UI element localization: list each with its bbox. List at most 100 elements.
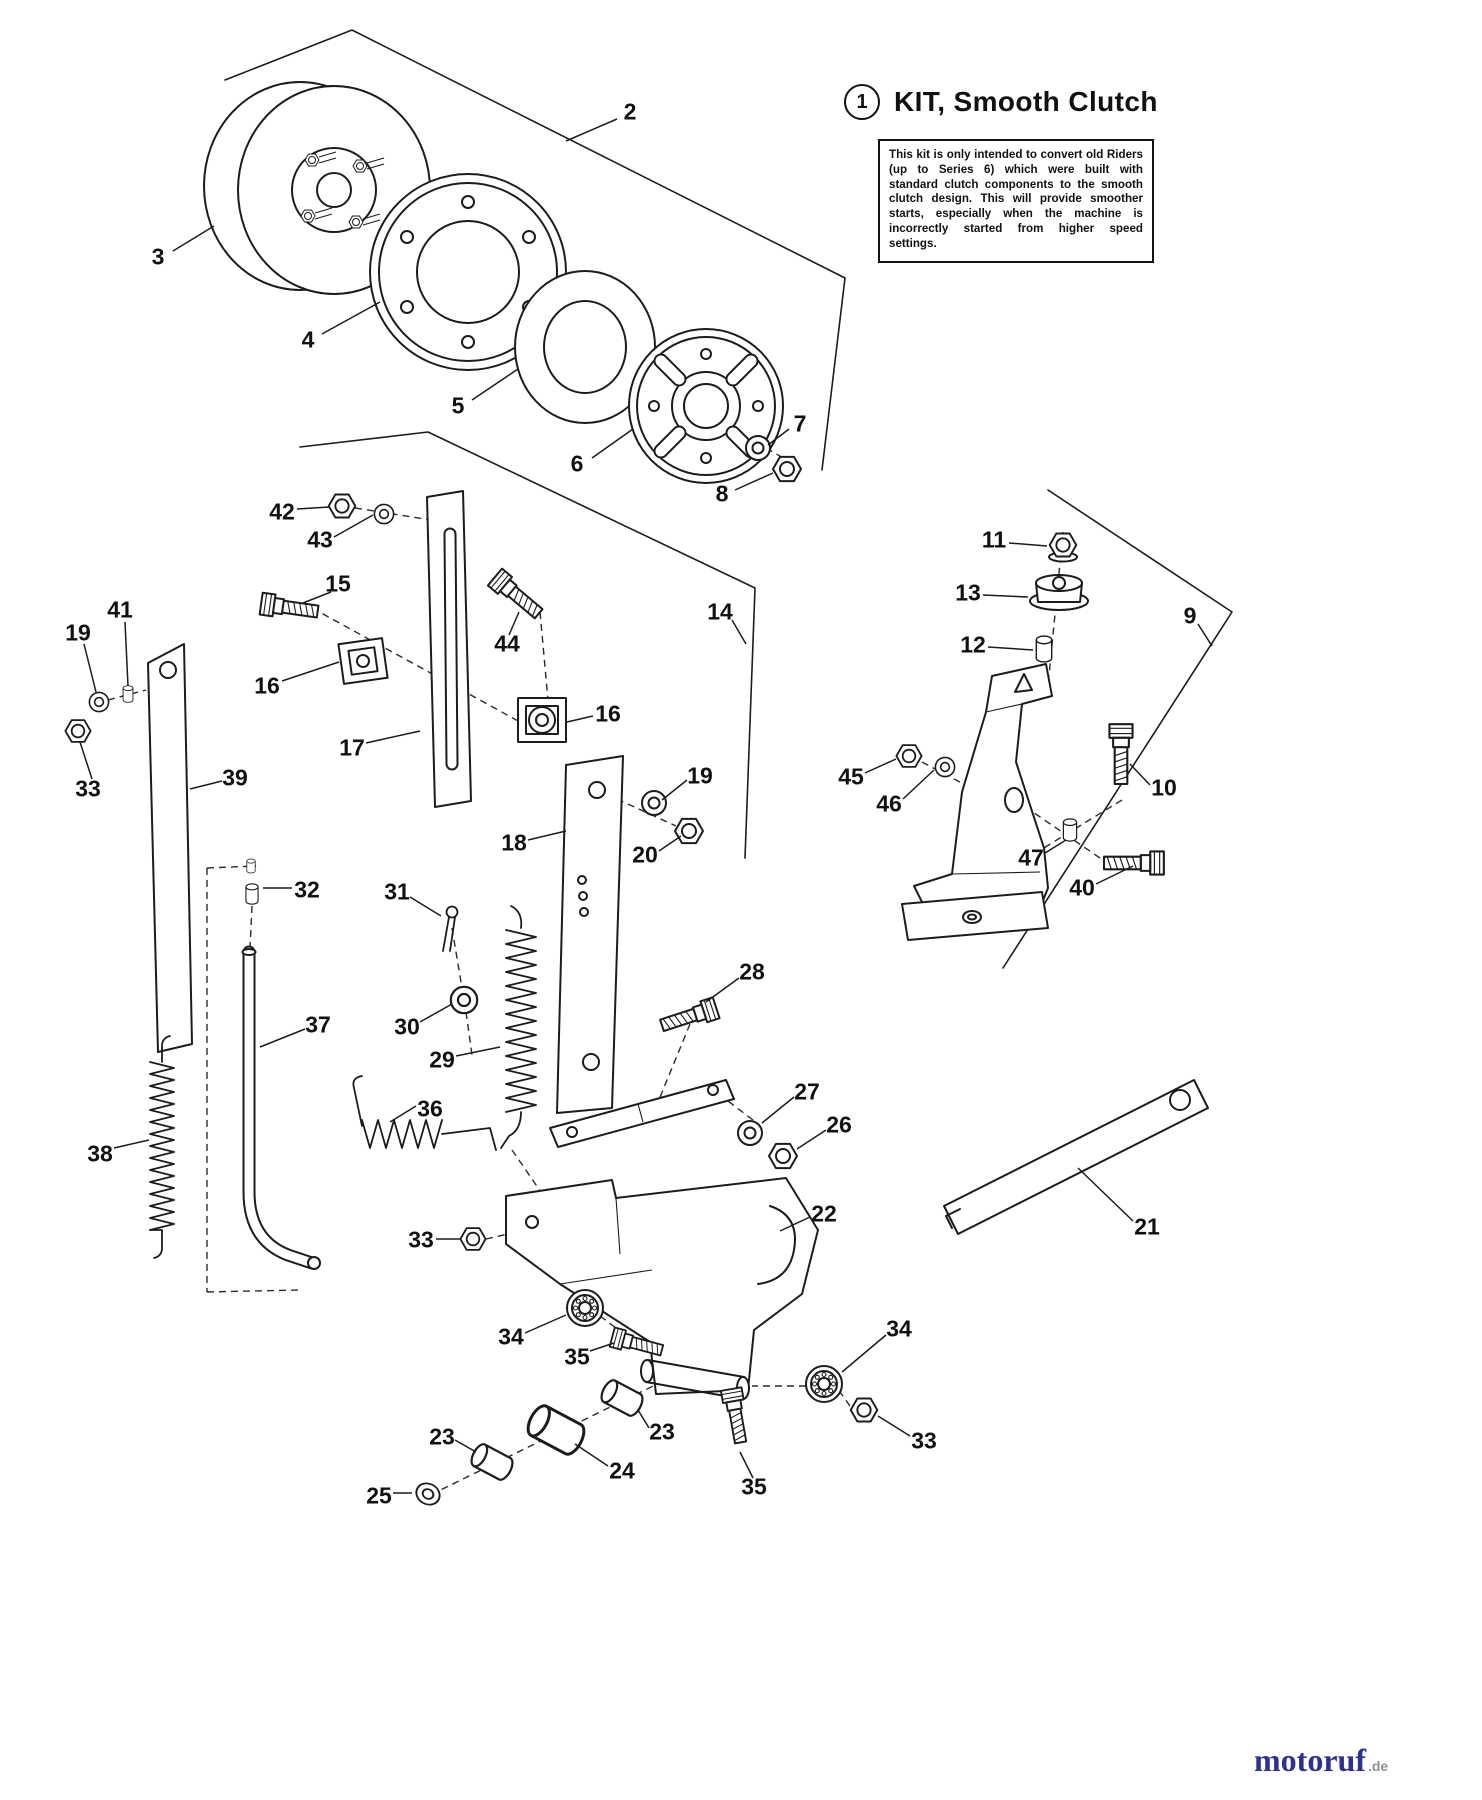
part-label-34: 34 (498, 1323, 524, 1350)
part-32-pin-drawing (245, 883, 259, 905)
kit-header: 1 KIT, Smooth Clutch (844, 84, 1158, 120)
part-label-37: 37 (305, 1011, 331, 1038)
part-label-6: 6 (570, 450, 584, 477)
part-24-bushing-drawing (522, 1400, 590, 1460)
part-19-washer-left-drawing (88, 691, 110, 713)
part-5-friction-ring-drawing (514, 270, 656, 424)
part-11-flange-nut-drawing (1048, 532, 1078, 563)
part-label-11: 11 (981, 526, 1007, 553)
part-label-39: 39 (222, 764, 248, 791)
part-15-bolt-drawing (258, 591, 321, 624)
kit-title: KIT, Smooth Clutch (894, 86, 1158, 117)
part-18-lever-plate-drawing (556, 755, 624, 1114)
part-label-20: 20 (632, 841, 658, 868)
part-label-28: 28 (739, 958, 765, 985)
part-12-spacer-drawing (1035, 635, 1053, 663)
part-label-27: 27 (794, 1078, 820, 1105)
part-29-spring-drawing (500, 905, 537, 1149)
part-label-41: 41 (107, 596, 133, 623)
part-label-42: 42 (269, 498, 295, 525)
part-9-bracket-drawing (913, 663, 1053, 919)
part-46-washer-drawing (934, 756, 956, 778)
part-label-24: 24 (609, 1457, 635, 1484)
watermark-logo[interactable]: motoruf.de (1254, 1744, 1388, 1776)
part-label-16: 16 (595, 700, 621, 727)
part-label-40: 40 (1069, 874, 1095, 901)
part-label-14: 14 (707, 598, 733, 625)
part-label-5: 5 (451, 392, 465, 419)
part-7-washer-drawing (745, 435, 771, 461)
part-9-bracket-pad-drawing (901, 891, 1049, 941)
part-label-9: 9 (1183, 602, 1197, 629)
part-label-15: 15 (325, 570, 351, 597)
part-23-bushing-left-drawing (467, 1440, 517, 1484)
part-33-nut-lever-drawing (459, 1227, 487, 1251)
part-41-spacer-drawing (122, 685, 134, 703)
part-label-19: 19 (65, 619, 91, 646)
part-19-washer-right-drawing (641, 790, 667, 816)
part-21-index-bar-drawing (943, 1079, 1209, 1235)
part-label-33: 33 (911, 1427, 937, 1454)
part-25-washer-drawing (411, 1478, 445, 1510)
part-label-29: 29 (429, 1046, 455, 1073)
part-38-spring-drawing (149, 1035, 175, 1259)
part-30-washer-drawing (449, 985, 479, 1015)
part-45-nut-drawing (895, 744, 923, 768)
kit-boundary-lines (224, 29, 1233, 969)
part-label-31: 31 (384, 878, 410, 905)
part-16-block-upper-drawing (337, 637, 389, 685)
part-39-rod-drawing (147, 643, 193, 1053)
part-8-nut-drawing (772, 455, 802, 483)
kit-number-badge: 1 (844, 84, 880, 120)
part-label-10: 10 (1151, 774, 1177, 801)
part-label-3: 3 (151, 243, 165, 270)
part-label-26: 26 (826, 1111, 852, 1138)
part-27-washer-drawing (737, 1120, 763, 1146)
part-label-35: 35 (741, 1473, 767, 1500)
part-label-47: 47 (1018, 844, 1044, 871)
part-label-34: 34 (886, 1315, 912, 1342)
part-label-17: 17 (339, 734, 365, 761)
part-13-cap-drawing (1029, 574, 1089, 611)
part-43-washer-drawing (373, 503, 395, 525)
part-label-30: 30 (394, 1013, 420, 1040)
watermark-tld: .de (1367, 1758, 1389, 1774)
part-44-bolt-drawing (486, 567, 547, 624)
part-label-21: 21 (1134, 1213, 1160, 1240)
part-label-33: 33 (408, 1226, 434, 1253)
part-label-32: 32 (294, 876, 320, 903)
part-17-slotted-plate-drawing (426, 490, 472, 808)
part-22-clutch-lever-drawing (505, 1177, 819, 1395)
part-label-4: 4 (301, 326, 315, 353)
part-label-12: 12 (960, 631, 986, 658)
part-20-nut-drawing (674, 817, 704, 845)
part-28-bolt-drawing (657, 996, 721, 1037)
part-label-36: 36 (417, 1095, 443, 1122)
part-label-13: 13 (955, 579, 981, 606)
leader-lines (79, 118, 1213, 1494)
part-label-46: 46 (876, 790, 902, 817)
part-34-bearing-left-drawing (566, 1289, 604, 1327)
part-label-16: 16 (254, 672, 280, 699)
part-4-drive-disc-drawing (369, 173, 567, 371)
part-31-cotter-pin-drawing (442, 905, 459, 952)
part-label-22: 22 (811, 1200, 837, 1227)
part-40-bolt-drawing (1102, 850, 1165, 876)
part-label-8: 8 (715, 480, 729, 507)
part-label-44: 44 (494, 630, 520, 657)
part-label-38: 38 (87, 1140, 113, 1167)
part-label-7: 7 (793, 410, 807, 437)
part-33-nut-right-drawing (849, 1397, 879, 1423)
part-36-torsion-spring-drawing (352, 1075, 497, 1151)
part-33-nut-left-drawing (64, 719, 92, 743)
part-32-pin-cap-drawing (246, 858, 256, 874)
part-label-18: 18 (501, 829, 527, 856)
part-label-23: 23 (649, 1418, 675, 1445)
part-34-bearing-right-drawing (805, 1365, 843, 1403)
kit-number: 1 (856, 90, 868, 113)
part-16-block-lower-drawing (517, 697, 567, 743)
kit-note-box: This kit is only intended to convert old… (878, 139, 1154, 263)
watermark-brand: motoruf (1254, 1742, 1366, 1778)
